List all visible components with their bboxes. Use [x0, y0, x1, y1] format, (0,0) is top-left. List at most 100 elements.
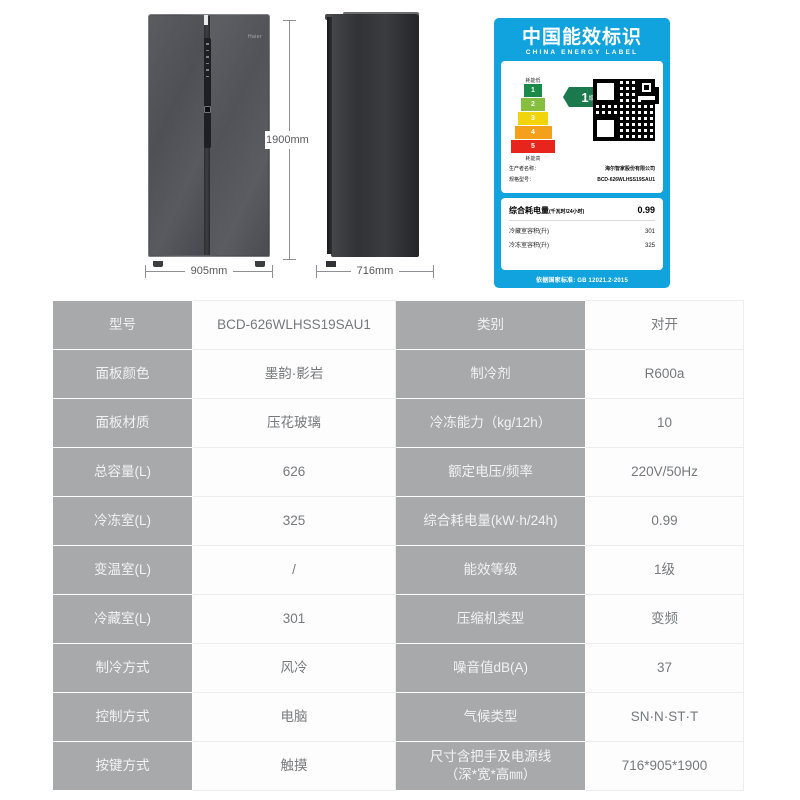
spec-value-left: BCD-626WLHSS19SAU1 [192, 300, 396, 350]
spec-value-right: 10 [585, 398, 744, 448]
consumption-label-group: 综合耗电量(千瓦时/24小时) [509, 205, 584, 216]
spec-value-right: 对开 [585, 300, 744, 350]
consumption-value: 0.99 [637, 205, 655, 215]
energy-step-4: 4 [514, 126, 552, 139]
energy-step-2: 2 [521, 98, 545, 111]
energy-label-title: 中国能效标识 CHINA ENERGY LABEL [501, 24, 663, 56]
refrigerator-front-view-image: Haier [148, 14, 270, 267]
fridge-front-body: Haier [148, 14, 270, 257]
product-image-area: Haier 1900mm 905mm [0, 0, 800, 295]
spec-key-right: 制冷剂 [395, 349, 586, 399]
qr-code-icon [593, 79, 655, 141]
fridge-left-door [150, 16, 204, 255]
table-row: 面板材质压花玻璃冷冻能力（kg/12h）10 [52, 398, 744, 448]
table-row: 按键方式触摸尺寸含把手及电源线（深*宽*高㎜）716*905*1900 [52, 741, 744, 791]
dimension-depth-label: 716mm [350, 262, 400, 280]
spec-value-left: 626 [192, 447, 396, 497]
spec-key-left: 面板材质 [52, 398, 193, 448]
fridge-top-slit [204, 15, 208, 25]
energy-grade-value: 1 [581, 89, 589, 105]
fridge-foot-right [255, 261, 265, 267]
fridge-control-panel-icon [204, 38, 211, 148]
fridge-side-door-edge [327, 17, 332, 254]
spec-value-left: / [192, 545, 396, 595]
energy-grade-unit: 级 [588, 95, 595, 102]
spec-key-right: 综合耗电量(kW·h/24h) [395, 496, 586, 546]
energy-low-label: 耗能低 [525, 78, 541, 84]
spec-value-right: 变频 [585, 594, 744, 644]
spec-key-left: 按键方式 [52, 741, 193, 791]
spec-key-left: 型号 [52, 300, 193, 350]
brand-logo: Haier [248, 34, 262, 40]
spec-key-left: 冷冻室(L) [52, 496, 193, 546]
spec-value-left: 风冷 [192, 643, 396, 693]
spec-key-left: 控制方式 [52, 692, 193, 742]
dimension-width-label: 905mm [184, 262, 234, 280]
spec-key-left: 冷藏室(L) [52, 594, 193, 644]
spec-value-right: 716*905*1900 [585, 741, 744, 791]
energy-label-title-cn: 中国能效标识 [521, 26, 642, 48]
spec-key-left: 面板颜色 [52, 349, 193, 399]
fridge-side-foot [326, 261, 336, 267]
dimension-depth: 716mm [316, 262, 434, 280]
spec-key-right: 压缩机类型 [395, 594, 586, 644]
spec-value-right: 220V/50Hz [585, 447, 744, 497]
fridge-side-body [331, 14, 419, 257]
model-label: 规格型号： [509, 177, 535, 183]
spec-key-left: 变温室(L) [52, 545, 193, 595]
spec-key-right: 气候类型 [395, 692, 586, 742]
spec-key-right: 额定电压/频率 [395, 447, 586, 497]
dimension-depth-cap-left [316, 265, 317, 278]
energy-step-5: 5 [511, 140, 555, 153]
manufacturer-value: 海尔智家股份有限公司 [604, 166, 655, 172]
spec-key-right: 冷冻能力（kg/12h） [395, 398, 586, 448]
dimension-height-label: 1900mm [265, 131, 310, 149]
dimension-depth-cap-right [433, 265, 434, 278]
dimension-width-cap-right [272, 265, 273, 278]
refrigerator-side-view-image [325, 12, 425, 267]
dimension-height-cap-top [283, 20, 296, 21]
fridge-volume-label: 冷藏室容积(升) [509, 229, 549, 235]
model-value: BCD-626WLHSS19SAU1 [597, 177, 655, 183]
energy-label-consumption-card: 综合耗电量(千瓦时/24小时) 0.99 冷藏室容积(升) 301 冷冻室容积(… [501, 198, 663, 270]
fridge-foot-left [153, 261, 163, 267]
dimension-height-cap-bottom [283, 259, 296, 260]
spec-value-left: 压花玻璃 [192, 398, 396, 448]
spec-value-right: R600a [585, 349, 744, 399]
dimension-width: 905mm [145, 262, 273, 280]
spec-value-left: 触摸 [192, 741, 396, 791]
consumption-unit: (千瓦时/24小时) [549, 209, 585, 215]
energy-step-3: 3 [518, 112, 548, 125]
energy-label-title-en: CHINA ENERGY LABEL [525, 49, 639, 56]
china-energy-label: 中国能效标识 CHINA ENERGY LABEL 耗能低 1 2 3 4 5 … [494, 18, 670, 288]
spec-value-right: 0.99 [585, 496, 744, 546]
energy-label-meta: 生产者名称： 海尔智家股份有限公司 规格型号： BCD-626WLHSS19SA… [509, 165, 655, 187]
spec-key-left: 制冷方式 [52, 643, 193, 693]
manufacturer-label: 生产者名称： [509, 166, 540, 172]
spec-value-left: 325 [192, 496, 396, 546]
spec-value-left: 301 [192, 594, 396, 644]
fridge-volume-row: 冷藏室容积(升) 301 [509, 226, 655, 235]
spec-value-left: 电脑 [192, 692, 396, 742]
model-row: 规格型号： BCD-626WLHSS19SAU1 [509, 176, 655, 183]
consumption-label: 综合耗电量 [509, 206, 549, 215]
energy-grade-pyramid: 耗能低 1 2 3 4 5 耗能高 [510, 77, 556, 162]
dimension-height: 1900mm [265, 20, 311, 260]
spec-value-right: SN·N·ST·T [585, 692, 744, 742]
fridge-display-icon [204, 106, 211, 113]
spec-value-left: 墨韵·影岩 [192, 349, 396, 399]
spec-key-right: 尺寸含把手及电源线（深*宽*高㎜） [395, 741, 586, 791]
consumption-row: 综合耗电量(千瓦时/24小时) 0.99 [509, 205, 655, 221]
spec-value-right: 37 [585, 643, 744, 693]
spec-key-right: 噪音值dB(A) [395, 643, 586, 693]
